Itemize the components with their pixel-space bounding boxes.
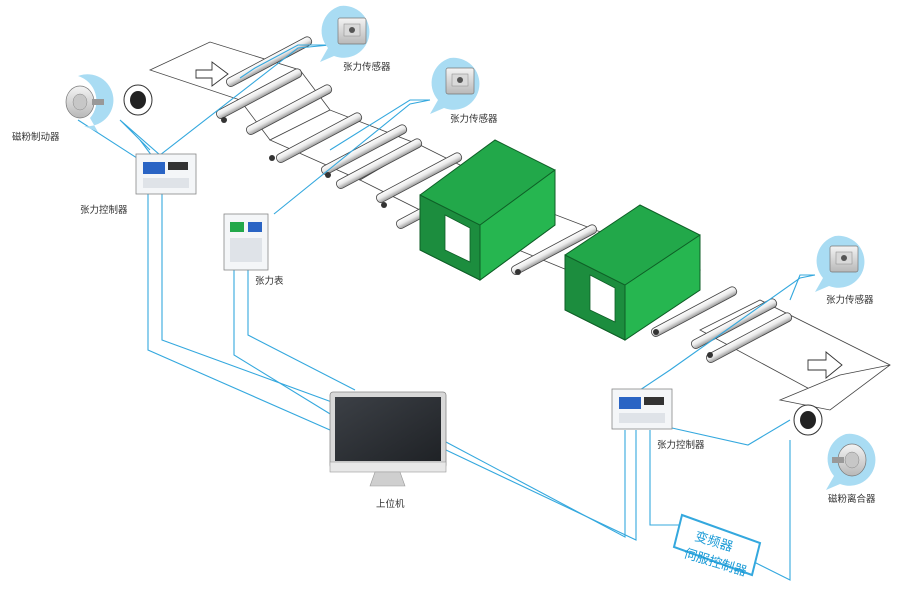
- label-brake: 磁粉制动器: [12, 131, 60, 143]
- tension-sensor-2[interactable]: [430, 57, 480, 114]
- tension-controller-1[interactable]: [135, 153, 197, 195]
- roller: [276, 112, 363, 163]
- tension-meter-icon: [223, 213, 269, 271]
- roller: [651, 286, 738, 337]
- bearing: [653, 329, 659, 335]
- tension-controller-icon: [611, 388, 673, 430]
- computer-monitor-icon: [329, 391, 447, 487]
- magnetic-brake-icon: [65, 85, 104, 119]
- magnetic-brake[interactable]: [65, 74, 114, 132]
- label-tension-meter: 张力表: [255, 275, 284, 287]
- rollers: [123, 36, 823, 436]
- tension-meter[interactable]: [223, 213, 269, 271]
- roller: [511, 224, 598, 275]
- roller: [246, 84, 333, 135]
- unwind-roll-hub: [130, 91, 146, 109]
- bearing: [325, 172, 331, 178]
- label-clutch: 磁粉离合器: [828, 493, 876, 505]
- roller: [376, 152, 463, 203]
- tension-controller-2[interactable]: [611, 388, 673, 430]
- tension-sensor-3[interactable]: [815, 235, 865, 292]
- bearing: [515, 269, 521, 275]
- bearing: [221, 117, 227, 123]
- label-tension-controller-1: 张力控制器: [80, 204, 128, 216]
- label-tension-sensor-3: 张力传感器: [826, 294, 874, 306]
- bearing: [707, 352, 713, 358]
- label-tension-controller-2: 张力控制器: [657, 439, 705, 451]
- roller: [336, 138, 423, 189]
- roller: [216, 68, 303, 119]
- drive-box: [672, 513, 762, 577]
- magnetic-clutch-icon: [832, 443, 867, 477]
- label-tension-sensor-2: 张力传感器: [450, 113, 498, 125]
- tension-sensor-icon: [829, 245, 859, 273]
- magnetic-clutch[interactable]: [826, 433, 876, 490]
- dryer-box-1: [419, 139, 556, 281]
- bearing: [381, 202, 387, 208]
- dryer-box-2: [564, 204, 701, 341]
- tension-sensor-icon: [445, 67, 475, 95]
- roller: [691, 298, 778, 349]
- tension-sensor-icon: [337, 17, 367, 45]
- host-computer[interactable]: [329, 391, 447, 487]
- feed-direction-arrow: [195, 61, 229, 87]
- rewind-roll-hub: [800, 411, 816, 429]
- signal-wires: [77, 44, 816, 581]
- roller: [321, 124, 408, 175]
- tension-controller-icon: [135, 153, 197, 195]
- output-direction-arrow: [807, 351, 843, 379]
- label-host-computer: 上位机: [376, 498, 405, 510]
- roller: [706, 312, 793, 363]
- label-tension-sensor-1: 张力传感器: [343, 61, 391, 73]
- bearing: [269, 155, 275, 161]
- tension-sensor-1[interactable]: [320, 5, 370, 62]
